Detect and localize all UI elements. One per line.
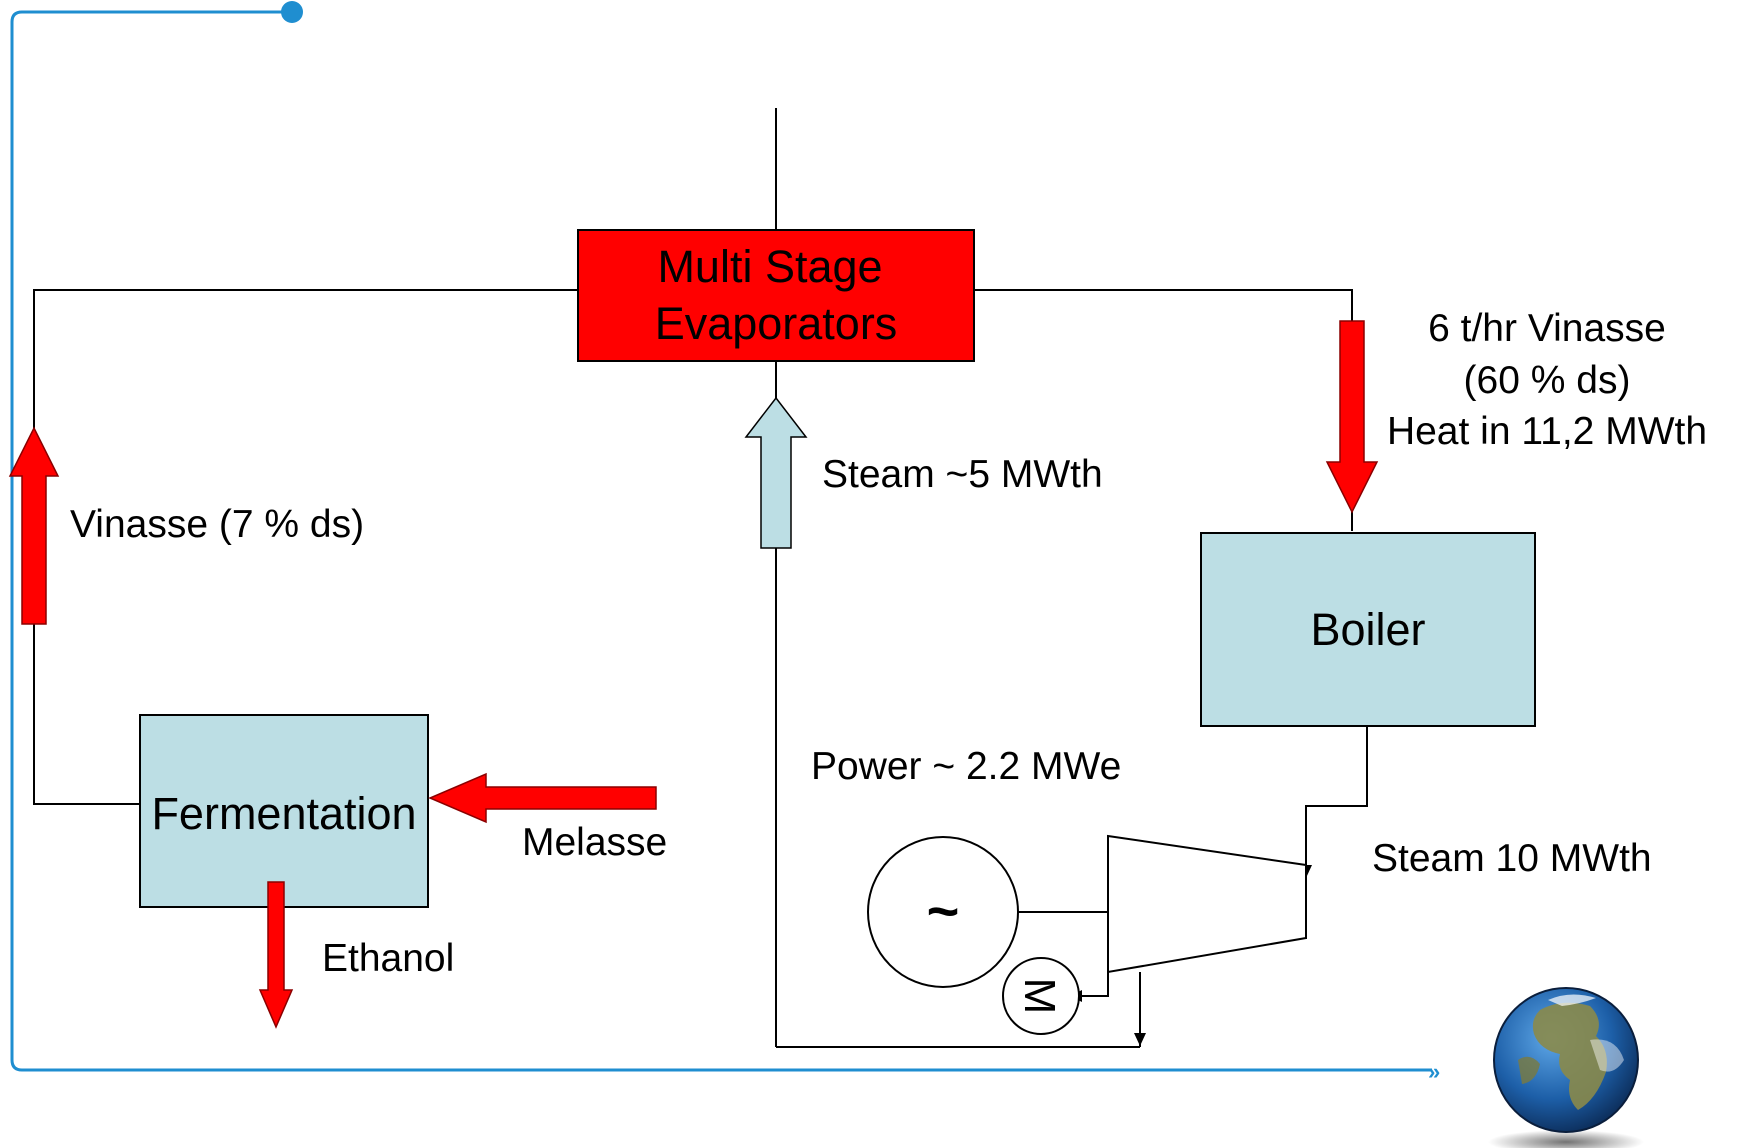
ethanol-arrow: [258, 881, 294, 1029]
evaporators-label-line2: Evaporators: [655, 298, 898, 349]
steam-up-arrow: [744, 396, 808, 549]
motor: M: [1002, 957, 1080, 1035]
steam-evap-label: Steam ~5 MWth: [822, 453, 1103, 496]
vinasse-conc-label-2: (60 % ds): [1464, 359, 1631, 402]
boiler-label: Boiler: [1310, 604, 1425, 655]
pipe-arrowhead: [1134, 1033, 1146, 1046]
generator: ~: [867, 836, 1019, 988]
fermentation-label: Fermentation: [151, 788, 416, 839]
vinasse-down-arrow: [1325, 320, 1379, 514]
vinasse-conc-label-1: 6 t/hr Vinasse: [1428, 307, 1666, 350]
evaporators-label-line1: Multi Stage: [657, 241, 882, 292]
chevron-right-double-icon: »: [1428, 1059, 1440, 1084]
vinasse-up-arrow: [8, 426, 60, 625]
ethanol-label: Ethanol: [322, 937, 454, 980]
vinasse-dilute-label: Vinasse (7 % ds): [70, 503, 364, 546]
steam-boiler-label: Steam 10 MWth: [1372, 837, 1652, 880]
melasse-label: Melasse: [522, 821, 667, 864]
slide-frame: »: [10, 1, 1440, 1084]
melasse-arrow: [428, 772, 657, 824]
evaporators-box: Multi Stage Evaporators: [577, 229, 975, 362]
boiler-box: Boiler: [1200, 532, 1536, 727]
fermentation-box: Fermentation: [139, 714, 429, 908]
frame-dot-icon: [281, 1, 303, 23]
generator-symbol: ~: [927, 879, 960, 942]
globe-earth-icon: [1488, 987, 1644, 1148]
vinasse-conc-label-3: Heat in 11,2 MWth: [1387, 410, 1707, 453]
motor-symbol: M: [1015, 978, 1064, 1015]
power-label: Power ~ 2.2 MWe: [811, 745, 1121, 788]
turbine: [1107, 834, 1307, 974]
